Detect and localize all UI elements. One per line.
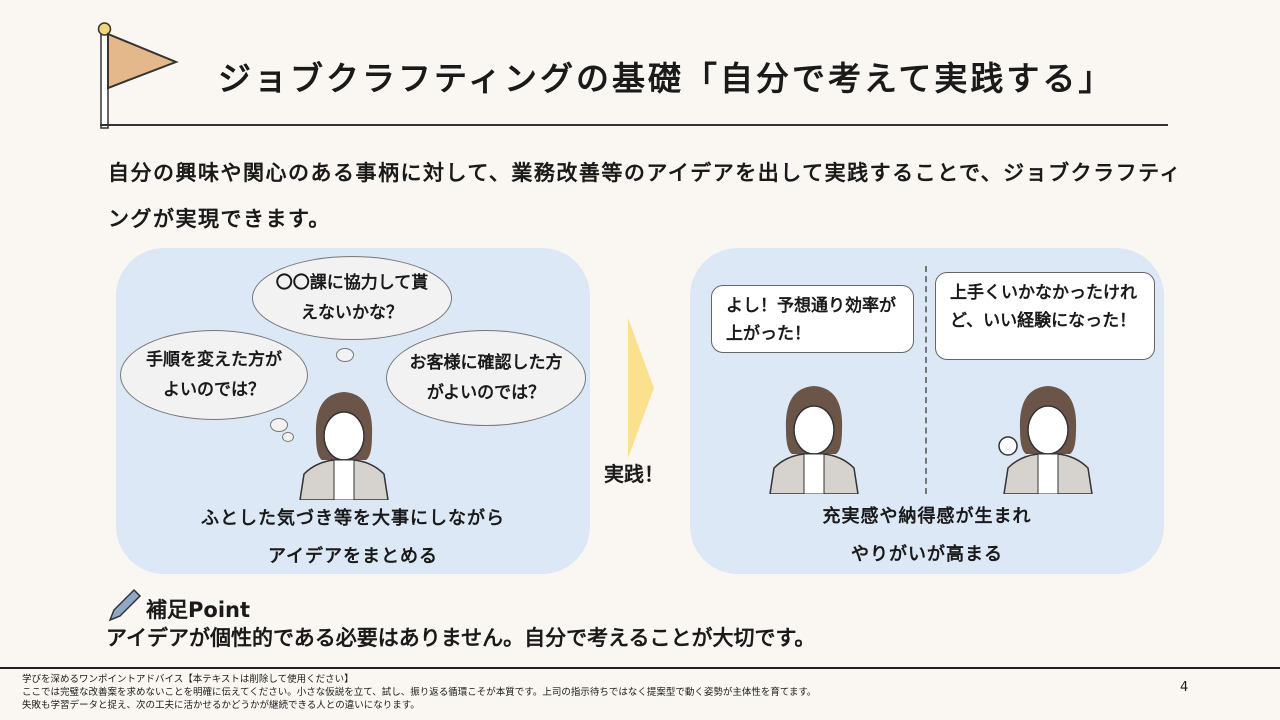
point-heading: 補足Point xyxy=(146,598,251,622)
page-number: 4 xyxy=(1180,680,1189,695)
footer-divider xyxy=(0,667,1280,669)
thought-dot xyxy=(282,432,294,442)
page-title: ジョブクラフティングの基礎「自分で考えて実践する」 xyxy=(218,59,1115,98)
practice-label: 実践！ xyxy=(604,462,664,486)
ideas-caption: ふとした気づき等を大事にしながら アイデアをまとめる xyxy=(116,500,590,576)
speaker-notes: 学びを深めるワンポイントアドバイス【本テキストは削除して使用ください】 ここでは… xyxy=(22,673,816,712)
ideas-caption-line1: ふとした気づき等を大事にしながら xyxy=(201,508,505,529)
point-text: アイデアが個性的である必要はありません。自分で考えることが大切です。 xyxy=(106,626,816,650)
ideas-caption-line2: アイデアをまとめる xyxy=(267,546,439,567)
determined-person-illustration xyxy=(998,386,1093,494)
speech-bubble: よし！予想通り効率が上がった！ xyxy=(711,285,914,353)
notes-line1: 学びを深めるワンポイントアドバイス【本テキストは削除して使用ください】 xyxy=(22,674,354,685)
thinking-person-illustration xyxy=(299,392,389,500)
pen-icon xyxy=(108,588,142,622)
flag-icon xyxy=(97,22,179,129)
thought-dot xyxy=(336,348,354,362)
panel-divider xyxy=(925,266,927,494)
results-caption-line2: やりがいが高まる xyxy=(851,544,1003,565)
speech-bubble: 上手くいかなかったけれど、いい経験になった！ xyxy=(935,272,1155,360)
thought-cloud: お客様に確認した方がよいのでは？ xyxy=(386,330,586,426)
thought-cloud: 手順を変えた方がよいのでは？ xyxy=(120,330,308,420)
title-divider xyxy=(100,124,1168,126)
notes-line3: 失敗も学習データと捉え、次の工夫に活かせるかどうかが継続できる人との違いになりま… xyxy=(22,700,420,711)
happy-person-illustration xyxy=(769,386,859,494)
notes-line2: ここでは完璧な改善案を求めないことを明確に伝えてください。小さな仮説を立て、試し… xyxy=(22,687,817,698)
results-caption-line1: 充実感や納得感が生まれ xyxy=(822,506,1032,527)
results-caption: 充実感や納得感が生まれ やりがいが高まる xyxy=(690,498,1164,574)
arrow-right-icon xyxy=(628,318,654,458)
thought-cloud: 〇〇課に協力して貰えないかな？ xyxy=(252,256,452,340)
lead-text: 自分の興味や関心のある事柄に対して、業務改善等のアイデアを出して実践することで、… xyxy=(108,161,1182,231)
thought-dot xyxy=(270,418,288,432)
